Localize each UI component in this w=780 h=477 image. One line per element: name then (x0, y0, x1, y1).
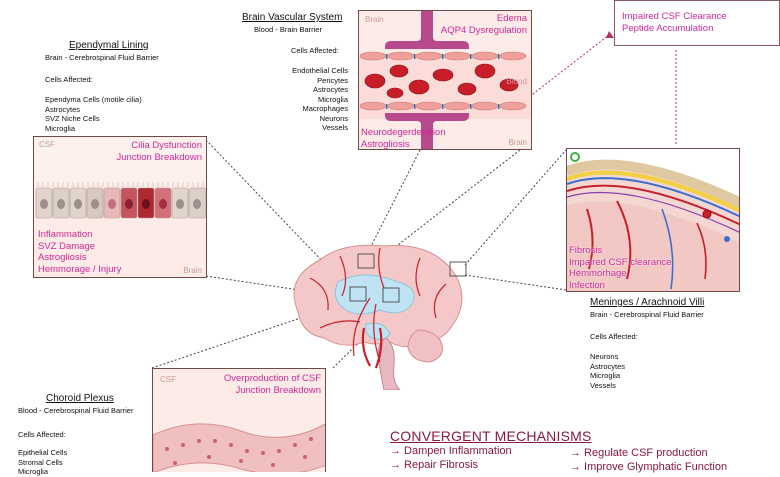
cell-item: Vessels (322, 123, 348, 132)
meninges-cells-list: Neurons Astrocytes Microglia Vessels (590, 352, 625, 390)
meninges-barrier: Brain - Cerebrospinal Fluid Barrier (590, 310, 704, 319)
meninges-title: Meninges / Arachnoid Villi (590, 297, 705, 308)
csf-tag: CSF (39, 140, 55, 149)
vascular-panel: Brain Edema AQP4 Dysregulation Blood Neu… (358, 10, 532, 150)
ependymal-top-effects: Cilia Dysfunction Junction Breakdown (116, 140, 202, 163)
choroid-panel: CSF Overproduction of CSF Junction Break… (152, 368, 326, 472)
cell-item: SVZ Niche Cells (45, 114, 100, 123)
effect-label: Impaired CSF clearance (569, 256, 672, 268)
effect-label: Overproduction of CSF (223, 373, 321, 384)
vascular-cells-heading: Cells Affected: (291, 46, 339, 55)
cell-item: Microglia (590, 371, 621, 380)
effect-label: Junction Breakdown (116, 151, 202, 163)
choroid-barrier: Blood - Cerebrospinal Fluid Barrier (18, 406, 134, 415)
effect-label: Cilia Dysfunction (131, 140, 202, 151)
effect-label: Peptide Accumulation (622, 22, 714, 34)
cell-item: Microglia (45, 123, 76, 133)
vascular-top-effects: Edema AQP4 Dysregulation (441, 13, 527, 36)
effect-label: Fibrosis (569, 245, 603, 256)
brain-tag: Brain (365, 15, 384, 24)
ependymal-panel: CSF Cilia Dysfunction Junction Breakdown… (33, 136, 207, 278)
cell-item: Microglia (18, 467, 49, 476)
effect-label: Hemmorhage (569, 268, 627, 279)
effect-label: Edema (496, 13, 527, 24)
choroid-illustration (153, 423, 325, 472)
ependymal-bottom-effects: Inflammation SVZ Damage Astrogliosis Hem… (38, 229, 121, 275)
cell-item: Pericytes (317, 75, 348, 85)
effect-label: Hemmorage / Injury (38, 263, 122, 275)
ependymal-title: Ependymal Lining (69, 40, 149, 51)
meninges-effects: Fibrosis Impaired CSF clearance Hemmorha… (569, 245, 671, 291)
cell-item: Microglia (317, 94, 348, 104)
brain-tag: Brain (183, 266, 202, 275)
csf-clearance-panel: Impaired CSF Clearance Peptide Accumulat… (614, 0, 780, 46)
cell-item: Neurons (590, 352, 619, 361)
cell-item: Vessels (590, 380, 616, 390)
ependymal-barrier: Brain - Cerebrospinal Fluid Barrier (45, 53, 159, 62)
meninges-illustration (567, 149, 739, 291)
choroid-cells-heading: Cells Affected: (18, 430, 66, 439)
meninges-cells-heading: Cells Affected: (590, 332, 638, 341)
effect-label: Astrogliosis (361, 138, 410, 150)
csf-tag: CSF (160, 375, 176, 384)
cell-item: Neurons (319, 113, 348, 123)
cell-item: Astrocytes (590, 361, 626, 371)
vascular-cells-list: Endothelial Cells Pericytes Astrocytes M… (250, 66, 348, 133)
choroid-title: Choroid Plexus (46, 393, 114, 404)
cell-item: Endothelial Cells (292, 66, 348, 75)
choroid-effects: Overproduction of CSF Junction Breakdown (224, 373, 321, 396)
cell-item: Epithelial Cells (18, 448, 68, 457)
mechanisms-left-list: → Dampen Inflammation → Repair Fibrosis (390, 444, 512, 472)
choroid-cells-list: Epithelial Cells Stromal Cells Microglia (18, 448, 67, 477)
cell-item: Astrocytes (45, 104, 81, 114)
brain-illustration (293, 244, 467, 390)
ependymal-cells-heading: Cells Affected: (45, 75, 93, 84)
effect-label: Inflammation (38, 229, 93, 240)
meninges-panel: Fibrosis Impaired CSF clearance Hemmorha… (566, 148, 740, 292)
effect-label: AQP4 Dysregulation (440, 24, 527, 36)
mechanism-item: → Improve Glymphatic Function (570, 461, 728, 473)
vascular-title: Brain Vascular System (242, 12, 343, 23)
mechanism-item: → Dampen Inflammation (390, 445, 512, 457)
cell-item: Macrophages (302, 104, 348, 113)
blood-tag: Blood (506, 77, 527, 86)
effect-label: Impaired CSF Clearance (622, 11, 727, 22)
effect-label: Astrogliosis (38, 252, 87, 263)
mechanism-item: → Regulate CSF production (570, 447, 708, 459)
mechanisms-title: CONVERGENT MECHANISMS (390, 428, 592, 444)
vascular-barrier: Blood - Brain Barrier (254, 25, 322, 34)
effect-label: Infection (569, 279, 605, 291)
ependymal-illustration (34, 137, 206, 219)
effect-label: Neurodegerderation (361, 127, 446, 138)
vascular-illustration (359, 11, 531, 149)
ependymal-cells-list: Ependyma Cells (motile cilia) Astrocytes… (45, 95, 142, 133)
mechanism-item: → Repair Fibrosis (390, 459, 479, 471)
effect-label: SVZ Damage (38, 240, 96, 252)
effect-label: Junction Breakdown (235, 384, 321, 396)
cell-item: Astrocytes (312, 85, 348, 94)
vascular-bottom-effects: Neurodegerderation Astrogliosis (361, 127, 446, 150)
cell-item: Ependyma Cells (motile cilia) (45, 95, 142, 104)
brain-tag: Brain (508, 138, 527, 147)
csf-clearance-effects: Impaired CSF Clearance Peptide Accumulat… (622, 11, 727, 34)
cell-item: Stromal Cells (18, 457, 63, 467)
